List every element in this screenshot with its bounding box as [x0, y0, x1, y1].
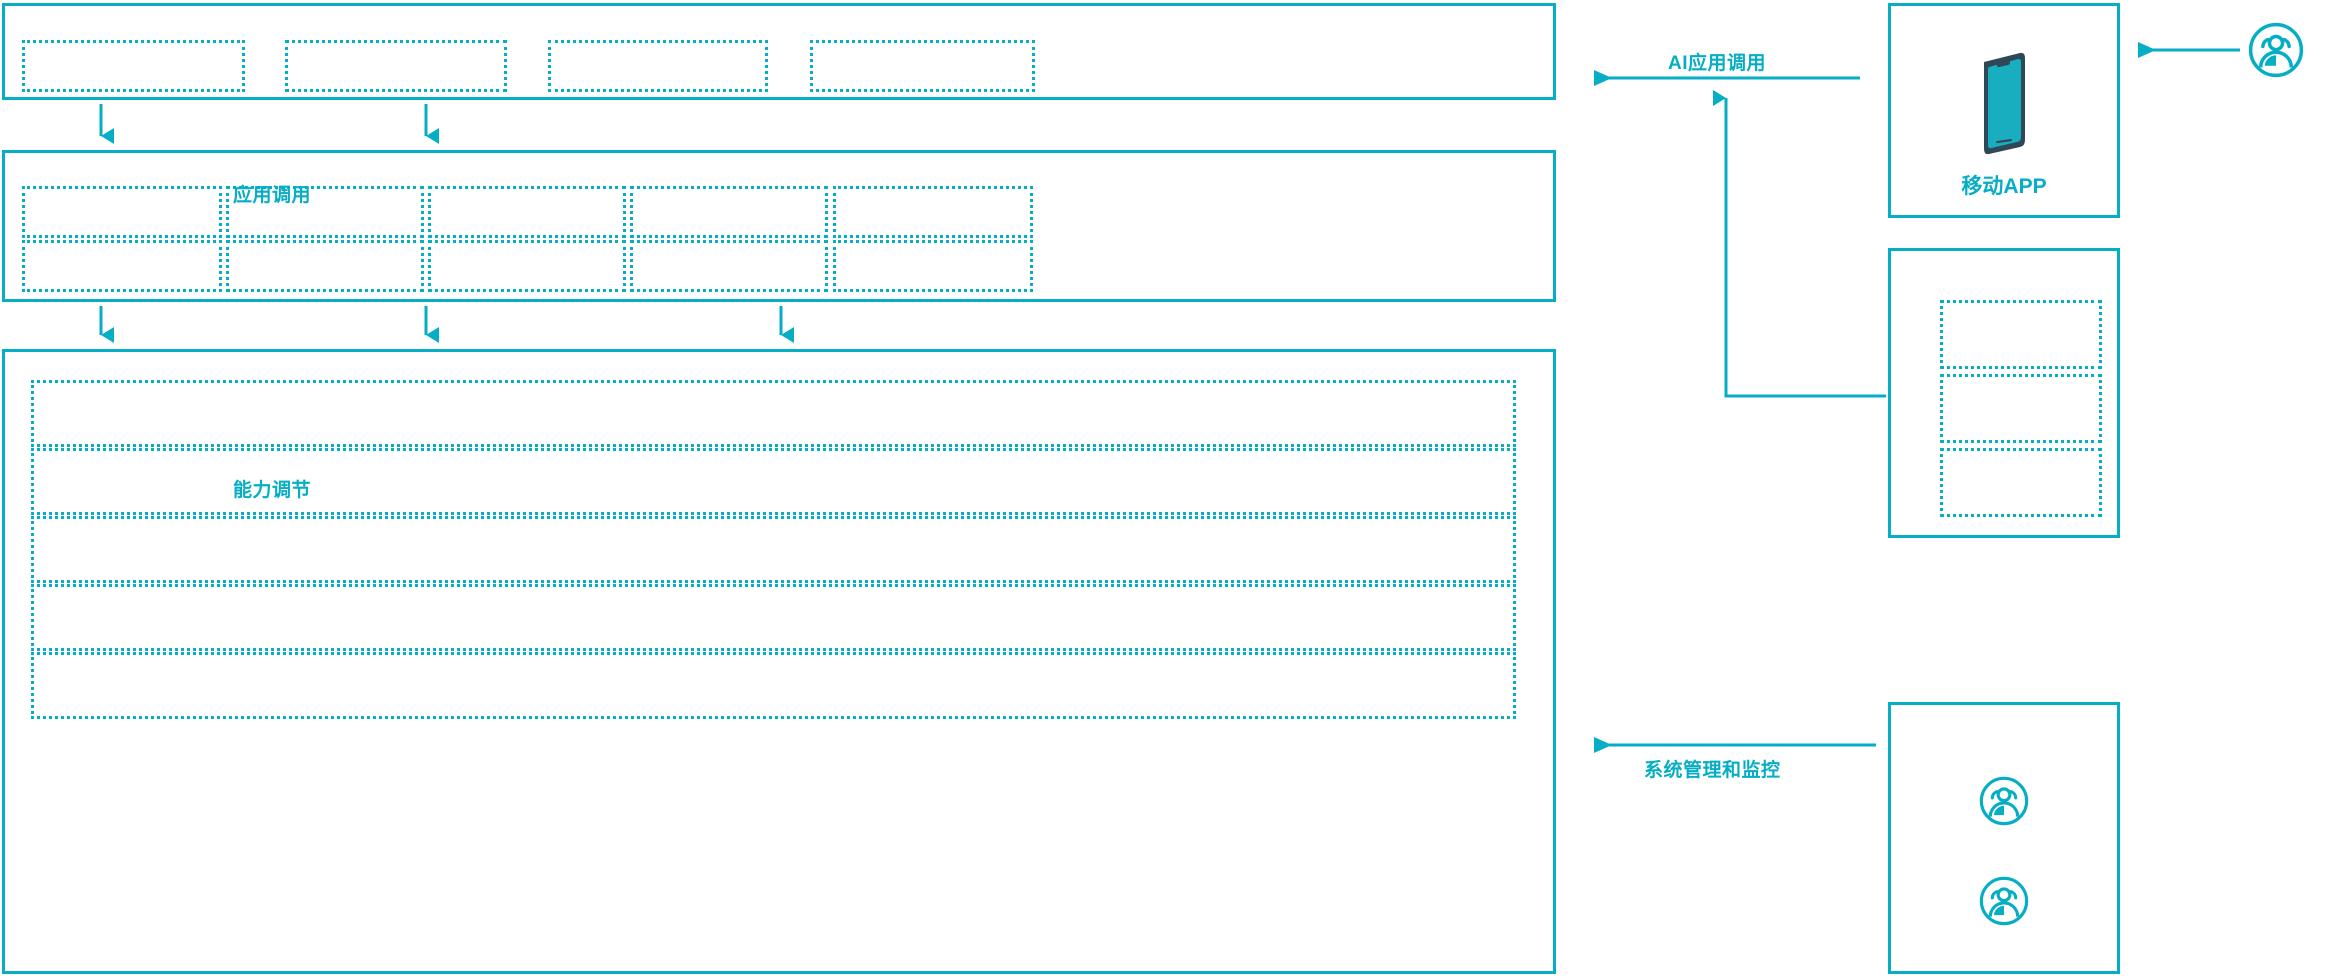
- flow-label-app-invoke: 应用调用: [233, 185, 312, 206]
- platform-row-4[interactable]: [31, 584, 1516, 651]
- mobile-phone-icon: [1976, 48, 2032, 158]
- app-cell-4[interactable]: [810, 40, 1035, 92]
- platform-row-3[interactable]: [31, 516, 1516, 583]
- operators-box: [1888, 702, 2120, 974]
- app-cell-2[interactable]: [285, 40, 507, 92]
- user-group-icon-2: [1979, 876, 2029, 926]
- capability-cell-4-2[interactable]: [630, 240, 828, 292]
- capability-cell-1-1[interactable]: [22, 186, 222, 238]
- app-cell-1[interactable]: [22, 40, 245, 92]
- app-cell-3[interactable]: [548, 40, 768, 92]
- capability-cell-5-2[interactable]: [833, 240, 1033, 292]
- capability-cell-3-1[interactable]: [428, 186, 626, 238]
- channel-box: [1888, 248, 2120, 538]
- platform-row-5[interactable]: [31, 652, 1516, 719]
- capability-cell-2-1[interactable]: [226, 186, 424, 238]
- flow-label-ai-app-invoke: AI应用调用: [1668, 53, 1767, 74]
- capability-layer-panel: [2, 150, 1556, 302]
- flow-label-system-admin-monitor: 系统管理和监控: [1644, 760, 1781, 781]
- platform-row-1[interactable]: [31, 380, 1516, 447]
- capability-cell-3-2[interactable]: [428, 240, 626, 292]
- platform-row-2[interactable]: [31, 448, 1516, 515]
- user-group-icon-1: [1979, 776, 2029, 826]
- mobile-app-label: 移动APP: [1961, 175, 2047, 198]
- capability-cell-1-2[interactable]: [22, 240, 222, 292]
- capability-cell-5-1[interactable]: [833, 186, 1033, 238]
- channel-cell-3[interactable]: [1940, 448, 2102, 517]
- capability-cell-4-1[interactable]: [630, 186, 828, 238]
- user-group-icon-end-user: [2248, 22, 2304, 78]
- flow-label-capability-adjust: 能力调节: [233, 480, 312, 501]
- channel-cell-2[interactable]: [1940, 374, 2102, 443]
- platform-layer-panel: [2, 349, 1556, 974]
- channel-cell-1[interactable]: [1940, 300, 2102, 369]
- capability-cell-2-2[interactable]: [226, 240, 424, 292]
- application-layer-panel: [2, 3, 1556, 100]
- arrow-channel-to-ai-app: [1713, 90, 1886, 398]
